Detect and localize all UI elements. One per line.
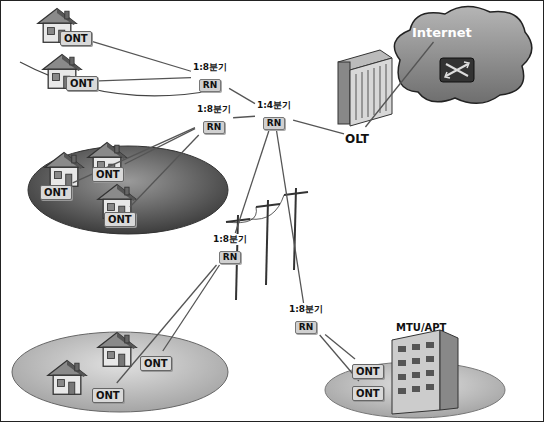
remote-node: 1:8분기 RN <box>288 304 324 334</box>
olt-node: OLT <box>345 128 369 147</box>
fiber-line <box>117 265 217 383</box>
split-ratio: 1:8분기 <box>192 62 228 73</box>
ont-box: ONT <box>140 352 172 371</box>
split-ratio: 1:8분기 <box>212 234 248 245</box>
switch-icon <box>440 58 474 82</box>
cloud-label: Internet <box>412 25 472 40</box>
fiber-line <box>293 120 344 134</box>
area-region <box>12 332 228 412</box>
fiber-line <box>163 265 220 351</box>
rn-label: RN <box>219 251 241 264</box>
fiber-line <box>365 42 433 127</box>
olt-label: OLT <box>345 132 369 146</box>
fiber-line <box>233 116 255 117</box>
ont-box: ONT <box>92 384 124 403</box>
remote-node: 1:8분기 RN <box>196 104 232 134</box>
ont-label: ONT <box>140 356 172 371</box>
fiber-line <box>229 88 255 103</box>
split-ratio: 1:8분기 <box>196 104 232 115</box>
ont-box: ONT <box>104 208 136 227</box>
ont-box: ONT <box>352 382 384 401</box>
remote-node: 1:8분기 RN <box>212 234 248 264</box>
ont-label: ONT <box>352 386 384 401</box>
fiber-line <box>125 129 195 164</box>
rn-label: RN <box>263 117 285 130</box>
ont-label: ONT <box>66 76 98 91</box>
ont-box: ONT <box>60 27 92 46</box>
apartment-building <box>392 330 458 414</box>
internet-cloud <box>394 6 531 103</box>
rn-label: RN <box>199 79 221 92</box>
rn-label: RN <box>295 321 317 334</box>
ont-label: ONT <box>92 388 124 403</box>
split-ratio: 1:8분기 <box>288 304 324 315</box>
fiber-line <box>93 42 191 72</box>
ont-box: ONT <box>40 181 72 200</box>
ont-box: ONT <box>66 72 98 91</box>
building-label: MTU/APT <box>396 322 446 333</box>
olt-rack <box>338 50 392 126</box>
ont-label: ONT <box>104 212 136 227</box>
ont-label: ONT <box>92 167 124 182</box>
ont-box: ONT <box>92 163 124 182</box>
remote-node: 1:8분기 RN <box>192 62 228 92</box>
remote-node: 1:4분기 RN <box>256 100 292 130</box>
rn-label: RN <box>203 121 225 134</box>
house-icon <box>98 333 136 367</box>
fiber-line <box>277 131 304 303</box>
ont-label: ONT <box>40 185 72 200</box>
ont-label: ONT <box>60 31 92 46</box>
fiber-line <box>99 78 191 81</box>
house-icon <box>48 361 86 395</box>
fiber-line <box>235 131 268 233</box>
internet-node: Internet <box>412 22 472 41</box>
area-region <box>28 146 228 234</box>
ont-label: ONT <box>352 364 384 379</box>
split-ratio: 1:4분기 <box>256 100 292 111</box>
ont-box: ONT <box>352 360 384 379</box>
fiber-line <box>73 128 195 183</box>
fiber-line <box>130 135 199 207</box>
